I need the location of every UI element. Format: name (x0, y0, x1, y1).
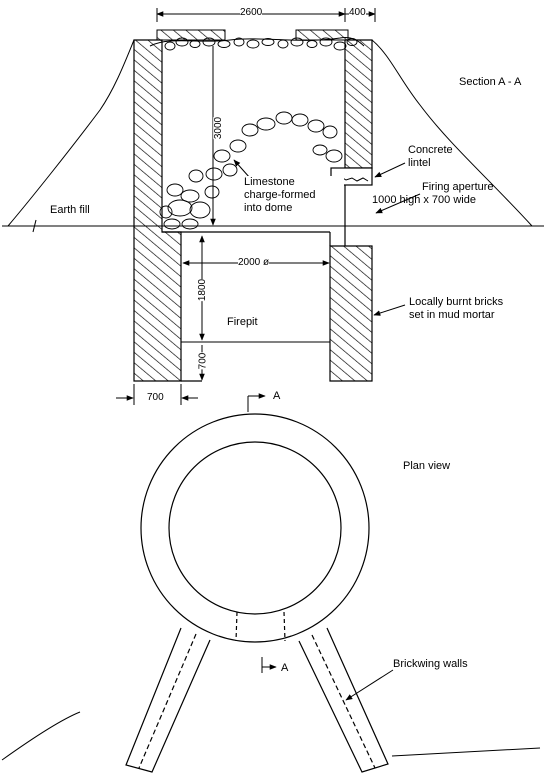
label-firing-aperture: Firing aperture 1000 high x 700 wide (372, 181, 544, 207)
plan-outer-ring (140, 413, 370, 643)
brickwing-right (298, 627, 389, 773)
limestone-dome (159, 111, 343, 230)
left-wall (133, 39, 182, 382)
label-firepit: Firepit (227, 316, 258, 328)
ground-left (1, 711, 81, 761)
earth-fill-left (7, 39, 135, 227)
section-marker-label: A (273, 390, 281, 402)
dim-diameter: 2000 ø (238, 257, 270, 269)
label-earth-fill: Earth fill (50, 204, 90, 216)
plan-view (1, 413, 541, 773)
dim-wall-base: 700 (147, 392, 164, 404)
label-bricks: Locally burnt bricks set in mud mortar (409, 296, 504, 321)
label-limestone: Limestone charge-formed into dome (244, 176, 344, 215)
dim-top-wall: 400 (349, 7, 366, 19)
ground-right (391, 747, 541, 757)
label-concrete-lintel: Concrete lintel (408, 144, 453, 169)
plan-marker-label: A (281, 662, 289, 674)
dim-height: 3000 (213, 116, 226, 140)
label-brickwing: Brickwing walls (393, 658, 468, 670)
right-wall-upper (344, 39, 373, 169)
plan-inner-ring (168, 441, 342, 615)
right-wall-lower (329, 245, 373, 382)
section-marker-top (247, 393, 266, 412)
dim-top-inner: 2600 (240, 7, 263, 19)
section-title: Section A - A (459, 76, 522, 88)
brickwing-left (125, 627, 211, 773)
label-firing-aperture-size: 1000 high x 700 wide (372, 194, 476, 206)
dim-base-height: 700 (197, 352, 210, 370)
plan-title: Plan view (403, 460, 451, 472)
dim-firepit-height: 1800 (197, 278, 210, 302)
earth-fill-right (371, 39, 533, 227)
